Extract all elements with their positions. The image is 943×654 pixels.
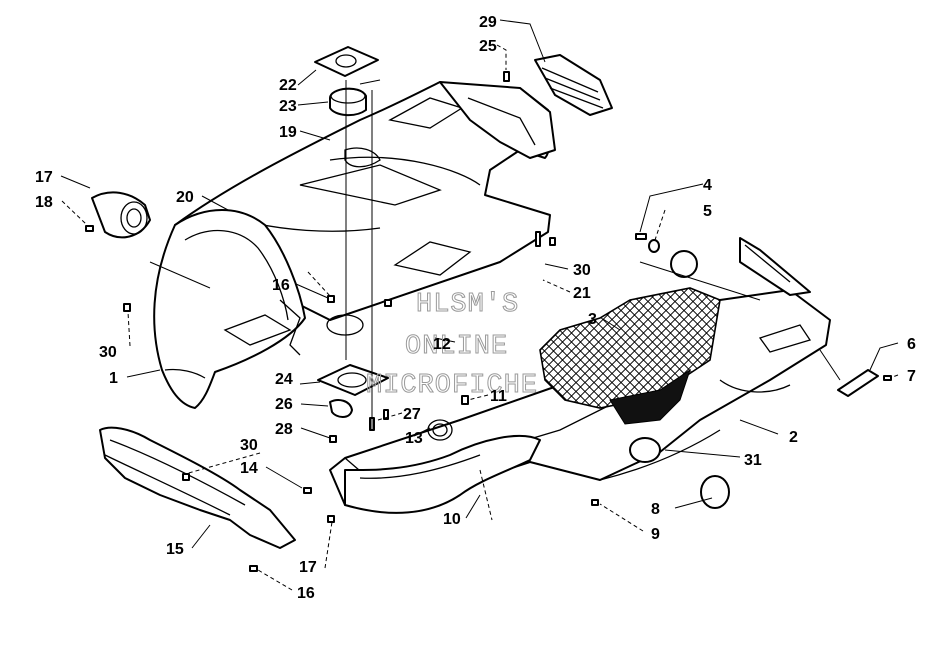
cap-disc bbox=[670, 250, 698, 278]
leader-lines bbox=[60, 19, 899, 591]
callout-25: 23 bbox=[279, 98, 297, 115]
watermark-line-3: MICROFICHE bbox=[366, 371, 538, 401]
callout-10: 10 bbox=[443, 511, 461, 528]
watermark-line-2: ONLINE bbox=[405, 332, 508, 362]
footrest-traction-panel bbox=[539, 287, 721, 425]
callout-9: 9 bbox=[651, 526, 660, 543]
callout-8: 8 bbox=[651, 501, 660, 518]
watermark-line-1: HLSM'S bbox=[416, 290, 519, 320]
upper-rail bbox=[439, 81, 556, 159]
callout-30b: 30 bbox=[573, 262, 591, 279]
callout-17b: 17 bbox=[299, 559, 317, 576]
callout-17a: 16 bbox=[272, 277, 290, 294]
callout-21: 29 bbox=[479, 14, 497, 31]
callout-23: 21 bbox=[573, 285, 591, 302]
watermark: HLSM'S ONLINE MICROFICHE bbox=[366, 290, 538, 402]
callout-30a: 30 bbox=[99, 344, 117, 361]
callout-20a: 19 bbox=[279, 124, 297, 141]
callout-labels: 29 25 22 23 19 17 18 20 16 30 1 4 5 30 2… bbox=[35, 14, 916, 602]
callout-15: 15 bbox=[166, 541, 184, 558]
callout-13: 13 bbox=[405, 430, 423, 447]
callout-29: 28 bbox=[275, 421, 293, 438]
callout-7: 7 bbox=[907, 368, 916, 385]
callout-6: 6 bbox=[907, 336, 916, 353]
callout-26: 24 bbox=[275, 371, 293, 388]
grommet-25 bbox=[329, 87, 367, 116]
callout-5: 5 bbox=[703, 203, 712, 220]
washer-5 bbox=[648, 239, 660, 253]
plug-8 bbox=[700, 475, 730, 509]
callout-2: 2 bbox=[789, 429, 798, 446]
callout-3: 3 bbox=[588, 311, 597, 328]
callout-18: 17 bbox=[35, 169, 53, 186]
callout-20b: 20 bbox=[176, 189, 194, 206]
callout-31: 31 bbox=[744, 452, 762, 469]
callout-24: 22 bbox=[279, 77, 297, 94]
callout-19: 18 bbox=[35, 194, 53, 211]
clip-27 bbox=[329, 399, 353, 418]
callout-28: 27 bbox=[403, 406, 421, 423]
headlight-housing bbox=[91, 191, 151, 239]
front-grille-part bbox=[534, 54, 613, 116]
callout-27: 26 bbox=[275, 396, 293, 413]
front-nose bbox=[344, 434, 541, 514]
ring-13 bbox=[427, 419, 453, 441]
callout-14: 14 bbox=[240, 460, 258, 477]
callout-30c: 30 bbox=[240, 437, 258, 454]
callout-11: 11 bbox=[490, 388, 507, 405]
callout-16: 16 bbox=[297, 585, 315, 602]
mount-plate-26 bbox=[317, 364, 389, 396]
left-side-panel bbox=[153, 209, 306, 409]
reflector-6 bbox=[837, 369, 879, 397]
grommet-31 bbox=[629, 437, 661, 463]
mount-plate-24 bbox=[314, 46, 379, 77]
callout-22: 25 bbox=[479, 38, 497, 55]
callout-4: 4 bbox=[703, 177, 712, 194]
callout-1: 1 bbox=[109, 370, 118, 387]
callout-12: 12 bbox=[433, 336, 451, 353]
screw-markers bbox=[85, 71, 892, 572]
lower-front-bumper bbox=[99, 426, 296, 549]
collar-12 bbox=[326, 314, 364, 336]
